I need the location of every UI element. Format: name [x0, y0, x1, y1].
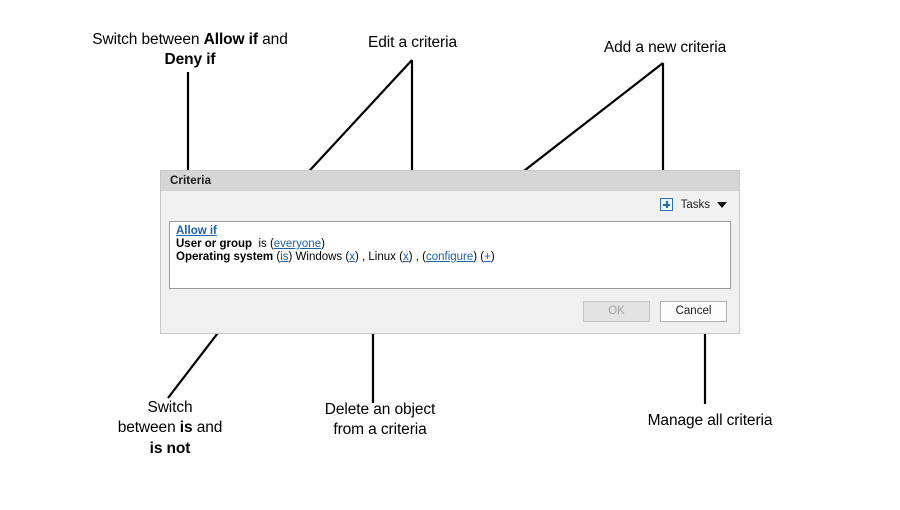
- dialog-footer: OK Cancel: [161, 289, 739, 333]
- value-separator: ,: [362, 251, 366, 263]
- criteria-operator[interactable]: is: [258, 238, 267, 250]
- criteria-dialog: Criteria Tasks Allow if User or group is…: [160, 170, 740, 334]
- dialog-header: Criteria: [161, 171, 739, 191]
- configure-link[interactable]: configure: [425, 251, 474, 263]
- add-value-link[interactable]: +: [484, 251, 491, 263]
- annotation-switch-is-isnot: Switch between is and is not: [117, 399, 223, 457]
- criteria-operator-link[interactable]: is: [280, 251, 289, 263]
- criteria-label: Operating system: [176, 251, 274, 263]
- criteria-row: Operating system (is) Windows (x) , Linu…: [176, 251, 495, 263]
- rule-mode-link[interactable]: Allow if: [176, 225, 217, 237]
- chevron-down-icon[interactable]: [717, 201, 727, 208]
- annotation-add-criteria: Add a new criteria: [603, 39, 727, 56]
- annotation-edit-criteria: Edit a criteria: [368, 34, 457, 51]
- value-separator: ,: [415, 251, 419, 263]
- criteria-rule-mode-row: Allow if: [176, 225, 730, 238]
- remove-linux-link[interactable]: x: [402, 251, 409, 263]
- annotation-manage-criteria: Manage all criteria: [647, 412, 773, 429]
- criteria-toolbar: Tasks: [161, 191, 739, 218]
- criteria-value-linux: Linux: [368, 251, 396, 263]
- annotation-delete-object: Delete an object from a criteria: [324, 401, 436, 439]
- annotation-switch-allow-deny: Switch between Allow if and Deny if: [92, 31, 288, 69]
- criteria-row: User or group is (everyone): [176, 238, 325, 250]
- plus-icon[interactable]: [659, 198, 673, 211]
- criteria-value-link[interactable]: everyone: [273, 238, 322, 250]
- criteria-list-box[interactable]: Allow if User or group is (everyone) Ope…: [169, 221, 731, 289]
- tasks-menu-label[interactable]: Tasks: [680, 198, 710, 211]
- cancel-button[interactable]: Cancel: [660, 300, 727, 322]
- dialog-title: Criteria: [170, 174, 212, 187]
- criteria-label: User or group: [176, 238, 253, 250]
- ok-button[interactable]: OK: [583, 300, 650, 322]
- remove-windows-link[interactable]: x: [349, 251, 355, 263]
- criteria-value-windows: Windows: [295, 251, 343, 263]
